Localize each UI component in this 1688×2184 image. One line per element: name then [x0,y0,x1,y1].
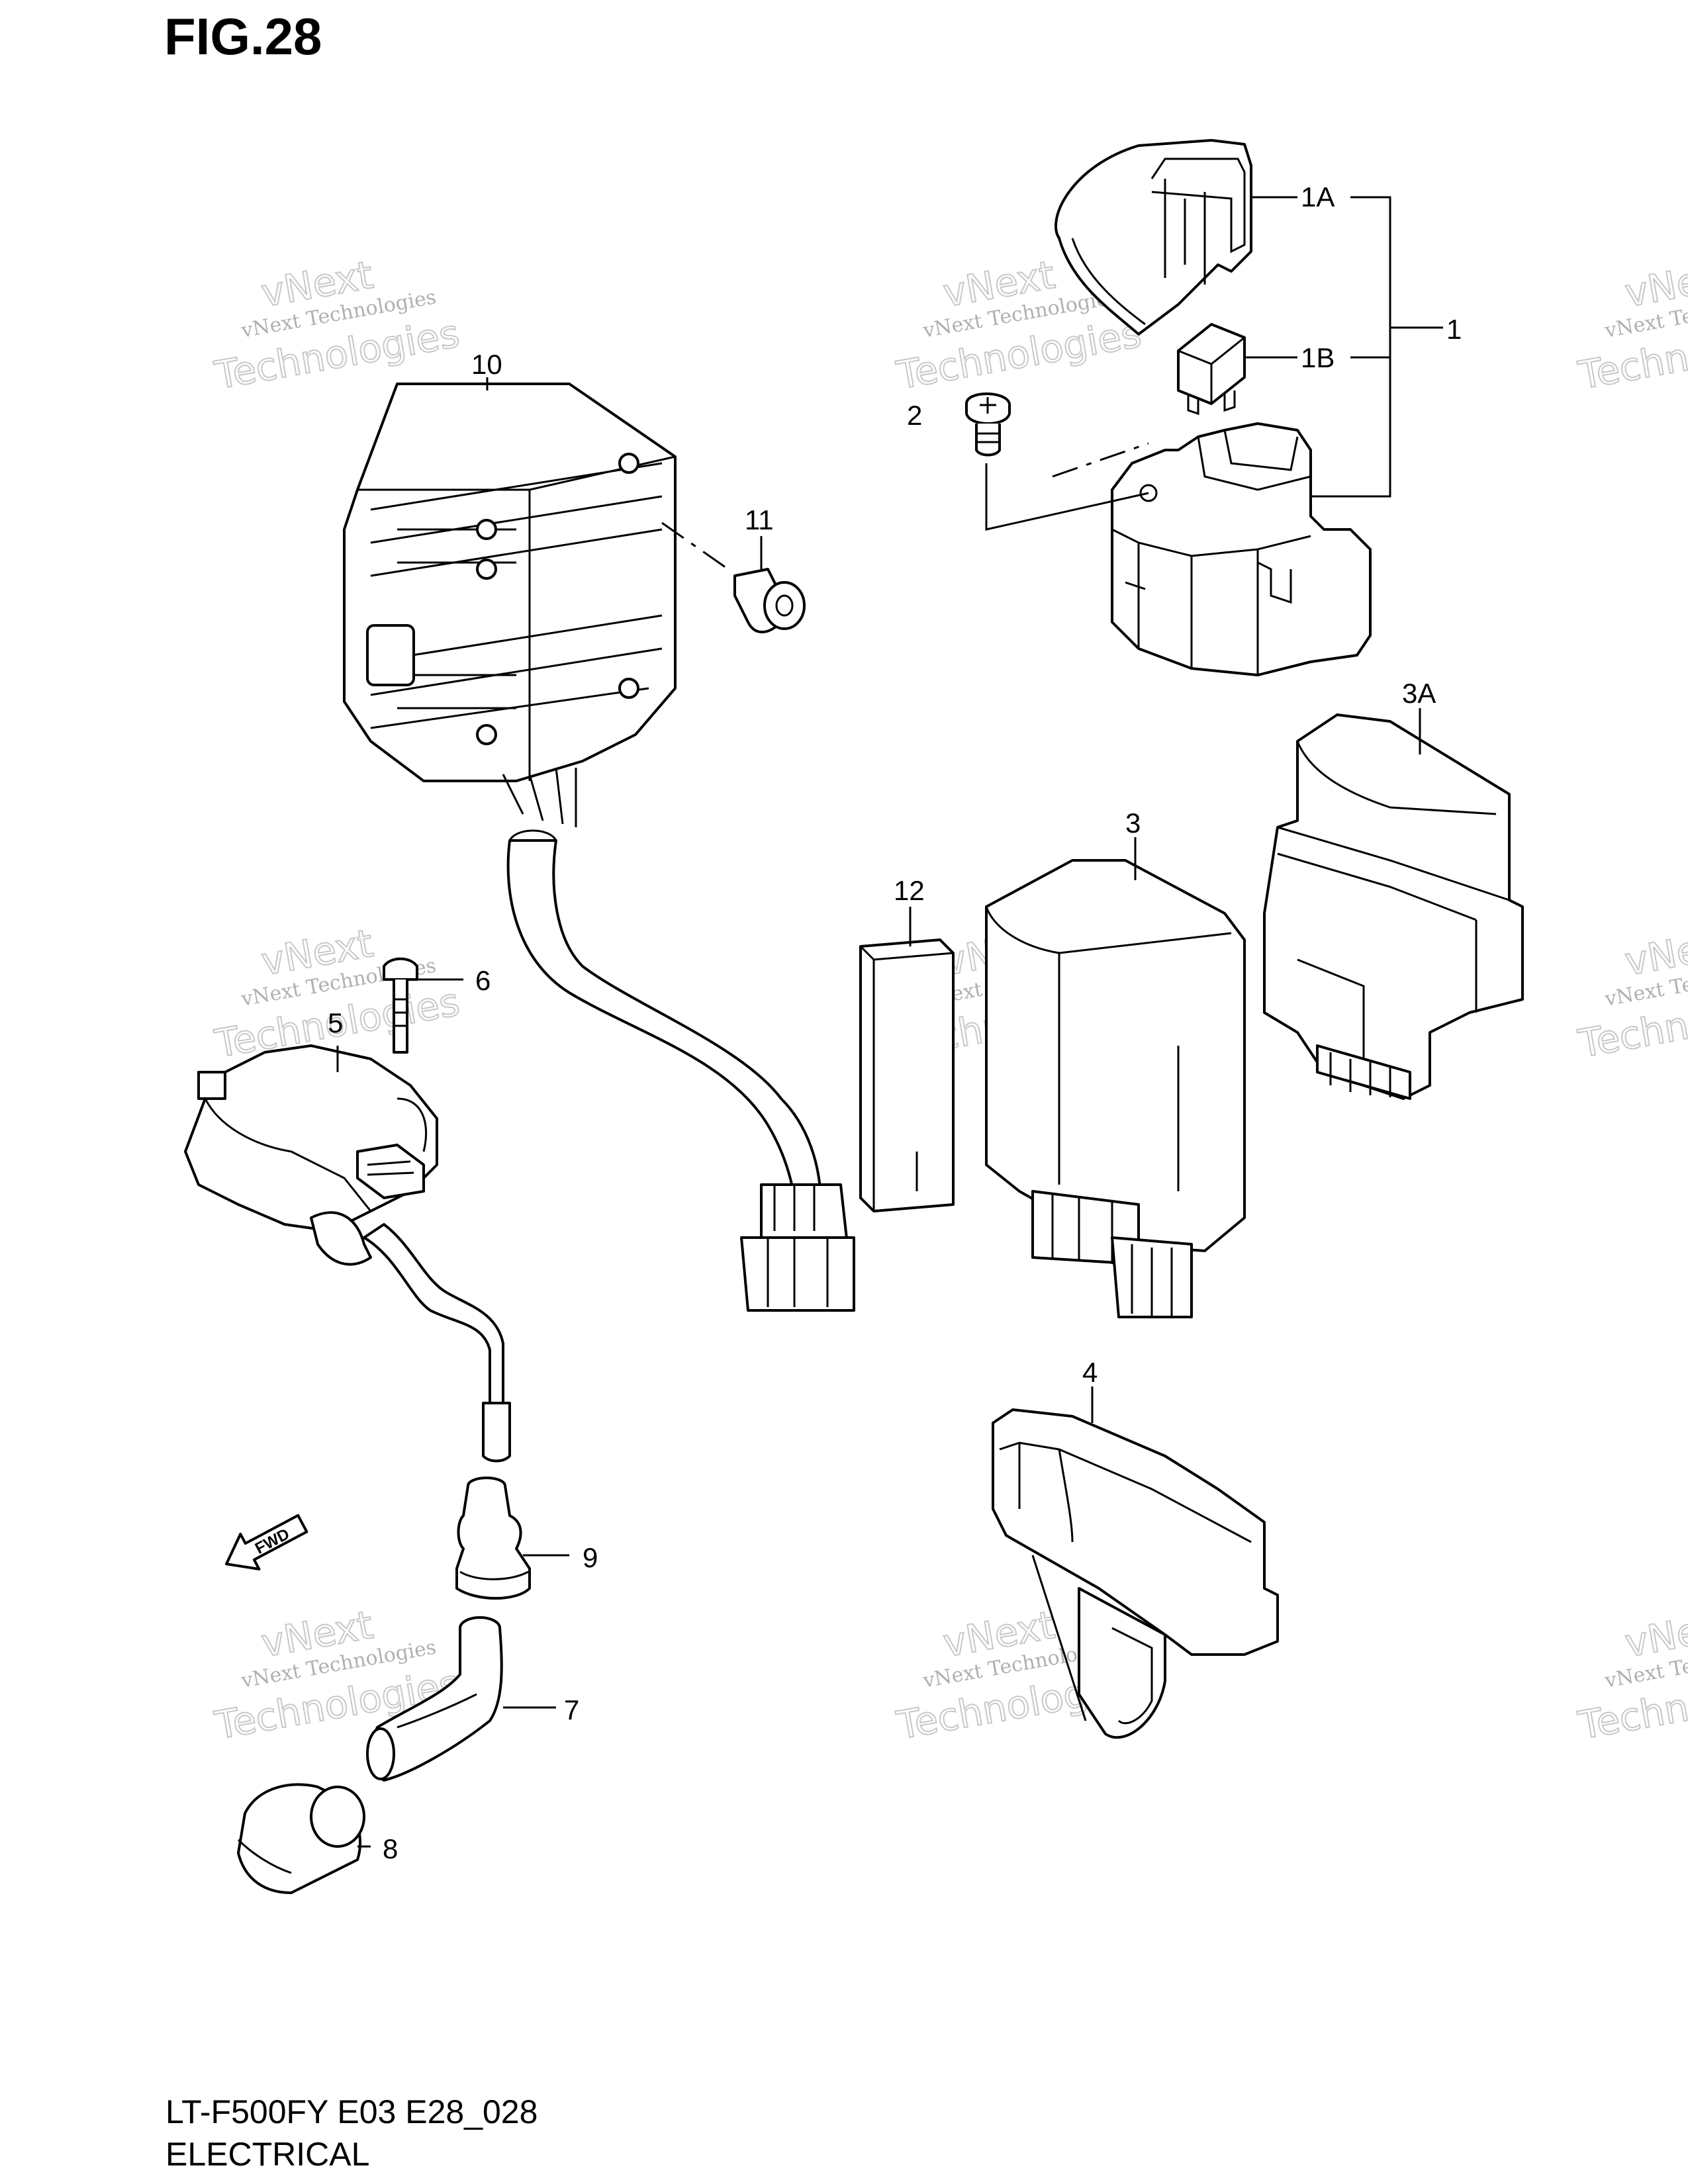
callout-6: 6 [475,965,491,996]
callout-2: 2 [907,400,922,431]
part-4-holder [992,1408,1279,1739]
part-3a-ecm-unit [1263,713,1524,1100]
callout-11: 11 [745,504,774,535]
part-2-screw [965,392,1011,457]
watermark-tile: vNext vNext Technologies Technologies [892,251,1145,399]
watermark-tile: vNext vNext Technologies Technologies [211,920,463,1068]
callout-10: 10 [471,349,502,380]
part-12-cushion [859,938,955,1212]
leader-2-to-relay [985,463,1149,531]
part-5-ignition-coil [184,1044,511,1463]
watermark-tile: vNext vNext Technologies Technologies [211,251,463,399]
part-6-bolt [383,957,418,1054]
part-1a-relay-cover [1055,139,1252,336]
watermark-tile: vNext vNext Technologies Technologies [1574,920,1688,1068]
watermark-tile: vNext vNext Technologies Technologies [1574,1602,1688,1749]
part-1-starter-relay [1111,422,1372,676]
part-10-regulator-rectifier [343,383,855,1312]
figure-title: FIG.28 [164,7,322,66]
section-caption: ELECTRICAL [165,2136,370,2173]
watermark-tile: vNext vNext Technologies Technologies [1574,251,1688,399]
part-9-plug-cap [455,1477,531,1600]
callout-1b: 1B [1301,342,1335,373]
callout-5: 5 [328,1007,343,1038]
callout-8: 8 [383,1833,398,1864]
model-caption: LT-F500FY E03 E28_028 [165,2093,538,2130]
callout-9: 9 [583,1542,598,1573]
callout-1a: 1A [1301,181,1335,212]
dash-line-2 [1052,442,1149,478]
callout-7: 7 [564,1694,579,1725]
dash-line-11 [661,522,729,570]
callout-4: 4 [1082,1357,1098,1388]
callout-12: 12 [894,875,925,906]
part-3-cdi-unit [985,859,1246,1318]
part-8-sleeve [237,1783,365,1894]
part-11-bolt [733,568,806,633]
callout-labels: 1 1A 1B 2 3 3A 4 5 6 7 8 9 10 11 12 [328,181,1462,1864]
callout-1: 1 [1446,314,1462,345]
fwd-arrow-icon: FWD [225,1514,308,1570]
part-1b-fuse [1177,323,1246,416]
callout-3a: 3A [1402,678,1436,709]
leader-lines [336,196,1443,1848]
callout-3: 3 [1125,807,1141,839]
part-7-plug-elbow [366,1616,503,1782]
